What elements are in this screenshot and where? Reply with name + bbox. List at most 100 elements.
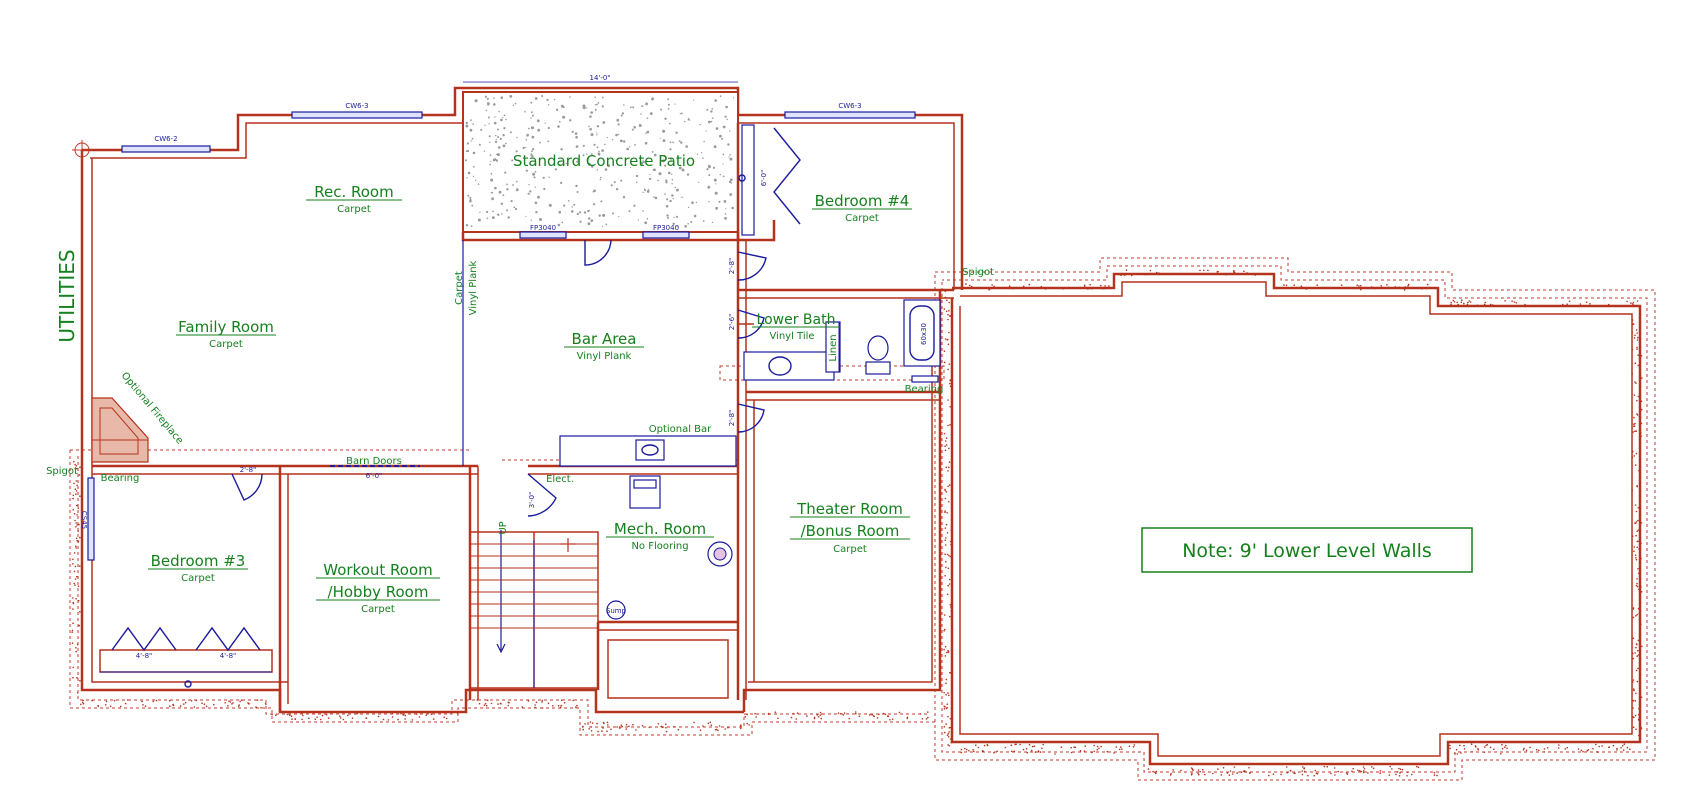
gravel-dot bbox=[565, 162, 568, 165]
foundation-speck bbox=[1635, 728, 1637, 730]
window-label-1: CW6-2 bbox=[154, 135, 177, 143]
gravel-dot bbox=[495, 159, 499, 162]
gravel-dot bbox=[511, 159, 514, 162]
foundation-speck bbox=[507, 704, 510, 707]
foundation-speck bbox=[184, 701, 187, 704]
gravel-dot bbox=[719, 95, 722, 98]
foundation-speck bbox=[1535, 748, 1538, 751]
foundation-speck bbox=[255, 706, 258, 709]
foundation-speck bbox=[977, 746, 980, 749]
gravel-dot bbox=[557, 223, 561, 227]
foundation-speck bbox=[1634, 504, 1637, 506]
foundation-speck bbox=[1132, 746, 1135, 748]
foundation-speck bbox=[1483, 303, 1486, 306]
foundation-speck bbox=[948, 583, 951, 585]
gravel-dot bbox=[724, 115, 727, 118]
foundation-speck bbox=[1155, 272, 1157, 275]
gravel-dot bbox=[633, 126, 636, 129]
foundation-speck bbox=[1198, 773, 1200, 776]
foundation-speck bbox=[1631, 456, 1633, 458]
gravel-dot bbox=[500, 118, 503, 122]
gravel-dot bbox=[479, 211, 481, 213]
foundation-speck bbox=[74, 565, 77, 568]
foundation-speck bbox=[1388, 774, 1391, 776]
foundation-speck bbox=[1577, 748, 1580, 750]
gravel-dot bbox=[486, 217, 489, 220]
gravel-dot bbox=[685, 145, 688, 148]
foundation-speck bbox=[855, 712, 857, 715]
foundation-speck bbox=[425, 714, 428, 717]
foundation-speck bbox=[81, 701, 84, 704]
foundation-speck bbox=[1031, 745, 1034, 748]
foundation-speck bbox=[993, 752, 995, 754]
foundation-speck bbox=[947, 485, 949, 488]
foundation-speck bbox=[1634, 334, 1636, 337]
foundation-speck bbox=[77, 585, 80, 587]
foundation-speck bbox=[950, 543, 952, 546]
foundation-speck bbox=[1040, 286, 1042, 289]
gravel-dot bbox=[706, 108, 709, 111]
foundation-speck bbox=[1457, 303, 1459, 306]
foundation-speck bbox=[76, 484, 78, 487]
foundation-speck bbox=[1637, 639, 1640, 642]
gravel-dot bbox=[654, 196, 658, 200]
foundation-speck bbox=[755, 716, 757, 718]
foundation-speck bbox=[484, 702, 487, 705]
foundation-speck bbox=[1632, 707, 1634, 709]
foundation-speck bbox=[1340, 284, 1343, 287]
foundation-speck bbox=[1083, 285, 1086, 287]
foundation-speck bbox=[878, 713, 880, 716]
foundation-speck bbox=[1639, 321, 1641, 324]
foundation-speck bbox=[1632, 608, 1635, 610]
foundation-speck bbox=[948, 447, 950, 450]
foundation-speck bbox=[949, 385, 952, 388]
gravel-dot bbox=[596, 169, 599, 171]
foundation-speck bbox=[1398, 775, 1401, 777]
room-floor-bedroom4: Carpet bbox=[845, 213, 879, 224]
gravel-dot bbox=[659, 137, 661, 139]
gravel-dot bbox=[611, 138, 614, 141]
foundation-speck bbox=[76, 514, 78, 516]
linen-label: Linen bbox=[828, 334, 839, 361]
room-name-theater-2: /Bonus Room bbox=[801, 522, 900, 540]
gravel-dot bbox=[537, 128, 541, 132]
foundation-speck bbox=[1466, 303, 1469, 306]
foundation-speck bbox=[1449, 744, 1451, 747]
foundation-speck bbox=[1285, 766, 1288, 768]
gravel-dot bbox=[693, 99, 695, 101]
foundation-speck bbox=[1538, 749, 1540, 752]
foundation-speck bbox=[1398, 767, 1400, 770]
gravel-dot bbox=[620, 114, 623, 117]
gravel-dot bbox=[534, 171, 537, 173]
foundation-speck bbox=[1468, 300, 1470, 302]
foundation-speck bbox=[1467, 301, 1469, 304]
foundation-speck bbox=[342, 718, 345, 721]
foundation-speck bbox=[1633, 394, 1636, 396]
foundation-speck bbox=[616, 726, 618, 728]
gravel-dot bbox=[586, 107, 588, 109]
gravel-dot bbox=[509, 95, 513, 98]
foundation-speck bbox=[74, 488, 77, 491]
foundation-speck bbox=[1243, 770, 1246, 773]
foundation-speck bbox=[78, 474, 81, 476]
gravel-dot bbox=[667, 107, 670, 110]
gravel-dot bbox=[680, 112, 683, 115]
room-name-bedroom3: Bedroom #3 bbox=[151, 552, 246, 570]
room-name-mech: Mech. Room bbox=[614, 520, 706, 538]
foundation-speck bbox=[1641, 645, 1643, 648]
foundation-speck bbox=[1637, 568, 1639, 570]
foundation-speck bbox=[1379, 772, 1381, 774]
foundation-speck bbox=[1634, 464, 1637, 466]
foundation-speck bbox=[445, 717, 448, 720]
misc-marks bbox=[72, 140, 576, 552]
window-label-3: CW6-3 bbox=[838, 102, 861, 110]
foundation-speck bbox=[960, 748, 963, 751]
gravel-dot bbox=[493, 97, 495, 99]
foundation-speck bbox=[1008, 285, 1011, 288]
foundation-speck bbox=[563, 702, 566, 704]
foundation-speck bbox=[945, 537, 947, 539]
room-floor-lower-bath: Vinyl Tile bbox=[769, 331, 814, 342]
foundation-speck bbox=[1202, 269, 1205, 272]
foundation-speck bbox=[746, 722, 748, 725]
